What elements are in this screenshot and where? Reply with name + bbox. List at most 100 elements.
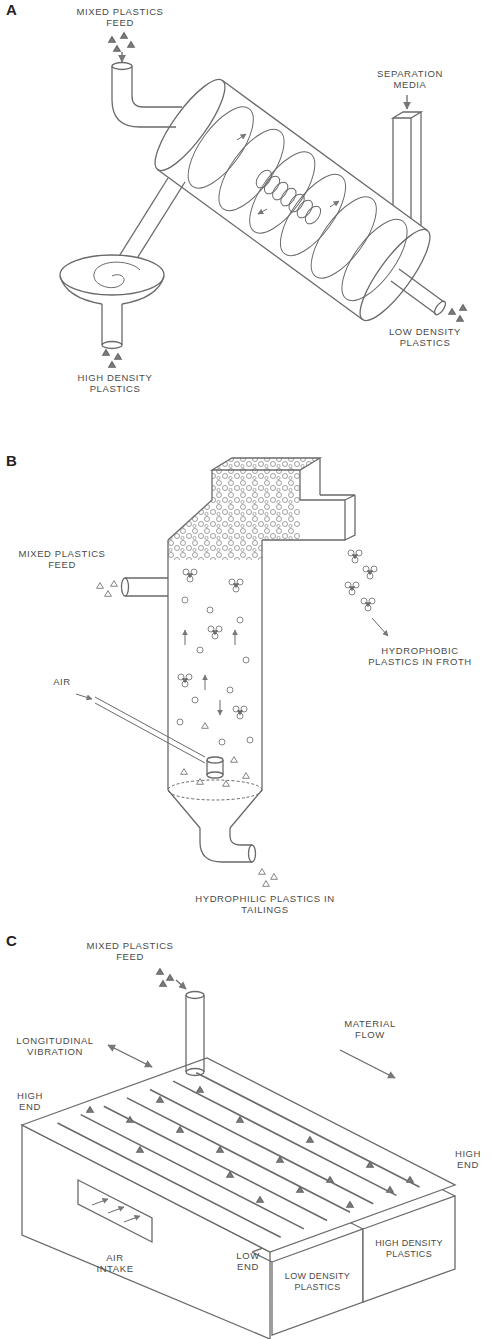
- coil: [278, 185, 299, 208]
- particle: [223, 781, 230, 787]
- pipe-opening: [186, 992, 204, 999]
- callout-label: MIXED PLASTICS FEED: [74, 940, 186, 963]
- bubble: [227, 687, 233, 693]
- column-wall: [168, 540, 262, 790]
- particle: [177, 1127, 183, 1132]
- particle: [237, 1117, 243, 1122]
- bubble-cluster: [363, 566, 377, 579]
- helix-turn: [330, 209, 419, 310]
- panel-letter: C: [6, 933, 17, 948]
- flow-arrow: [176, 980, 186, 989]
- particle: [297, 1187, 303, 1192]
- particle: [231, 757, 238, 763]
- bin-face: [272, 1229, 363, 1335]
- particle: [202, 723, 209, 729]
- sparger-top: [207, 757, 223, 763]
- particle: [263, 881, 270, 887]
- settle-arrow: [220, 700, 221, 715]
- particle: [217, 1147, 223, 1152]
- media-inlet: [393, 112, 421, 225]
- helix: [176, 97, 419, 311]
- flow-arrow: [76, 694, 92, 699]
- bubble-cluster: [208, 626, 222, 639]
- coil: [269, 179, 290, 202]
- callout-label: HIGH END: [448, 1148, 488, 1171]
- bubble-cluster: [348, 550, 362, 563]
- cyclone-bowl: [60, 255, 164, 295]
- froth: [168, 470, 300, 560]
- particle: [115, 354, 121, 359]
- bubble: [192, 697, 198, 703]
- sink-pipe: [136, 182, 185, 260]
- rise-arrow: [235, 630, 236, 645]
- column-base: [168, 780, 262, 800]
- collection-bin: LOW DENSITY PLASTICS: [272, 1229, 363, 1335]
- pipe-opening: [112, 63, 132, 70]
- bubble: [243, 657, 249, 663]
- bowl-side: [60, 276, 164, 304]
- drum-end: [350, 221, 441, 329]
- panel-letter: A: [6, 2, 17, 17]
- particle: [257, 1197, 263, 1202]
- pipe-opening: [122, 578, 129, 596]
- pipe-opening: [102, 342, 122, 349]
- sparger-base: [207, 772, 223, 778]
- callout-label: HYDROPHILIC PLASTICS IN TAILINGS: [190, 893, 340, 916]
- feed-pipe: [186, 995, 204, 1072]
- coil: [302, 203, 323, 226]
- coil: [253, 167, 274, 190]
- callout-label: HIGH END: [10, 1090, 50, 1113]
- bin-text-area: HIGH DENSITY PLASTICS: [363, 1196, 455, 1302]
- particle: [87, 1107, 93, 1112]
- helix-turn: [299, 187, 388, 288]
- cone: [168, 790, 262, 828]
- callout-label: LOW END: [230, 1250, 266, 1273]
- riffle: [196, 1073, 419, 1187]
- particle: [128, 42, 134, 47]
- helix-turn: [176, 97, 265, 198]
- particle: [111, 581, 118, 587]
- particle: [387, 1187, 393, 1192]
- callout-label: LONGITUDINAL VIBRATION: [8, 1035, 103, 1058]
- bubble-cluster: [183, 569, 197, 582]
- sink-outlet: [102, 304, 122, 345]
- particle: [167, 975, 173, 980]
- air-pipe: [95, 697, 205, 763]
- bubble-cluster: [178, 674, 192, 687]
- bin-face: [363, 1196, 455, 1302]
- bubble: [207, 607, 213, 613]
- tailings-pipe: [200, 828, 252, 862]
- coil: [294, 197, 315, 220]
- vibration-arrow: [108, 1045, 152, 1067]
- flotation-column: [76, 458, 388, 886]
- callout-label: MATERIAL FLOW: [335, 1018, 405, 1041]
- particle: [307, 1137, 313, 1142]
- helix-arrow: [330, 201, 339, 207]
- swirl: [94, 262, 140, 288]
- helix-arrow: [258, 209, 267, 214]
- drum-wall: [223, 81, 428, 231]
- particle: [197, 1087, 203, 1092]
- particle: [277, 1157, 283, 1162]
- particle: [327, 1177, 333, 1182]
- particle: [103, 350, 109, 355]
- outlet-pipe: [391, 281, 436, 314]
- bubble-cluster: [361, 598, 375, 611]
- coil: [261, 173, 282, 196]
- coil: [286, 191, 307, 214]
- helix-turn: [269, 164, 358, 265]
- bubble: [247, 737, 253, 743]
- bin-label: LOW DENSITY PLASTICS: [278, 1271, 357, 1293]
- particle: [449, 309, 455, 314]
- flow-arrow: [121, 52, 122, 62]
- callout-label: HIGH DENSITY PLASTICS: [67, 372, 163, 395]
- particle: [407, 1177, 413, 1182]
- particle: [157, 1097, 163, 1102]
- helix-arrow: [237, 134, 246, 140]
- particle: [97, 583, 104, 589]
- callout-label: SEPARATION MEDIA: [365, 68, 455, 91]
- launder-wall: [168, 458, 320, 540]
- bin-text-area: LOW DENSITY PLASTICS: [272, 1229, 363, 1335]
